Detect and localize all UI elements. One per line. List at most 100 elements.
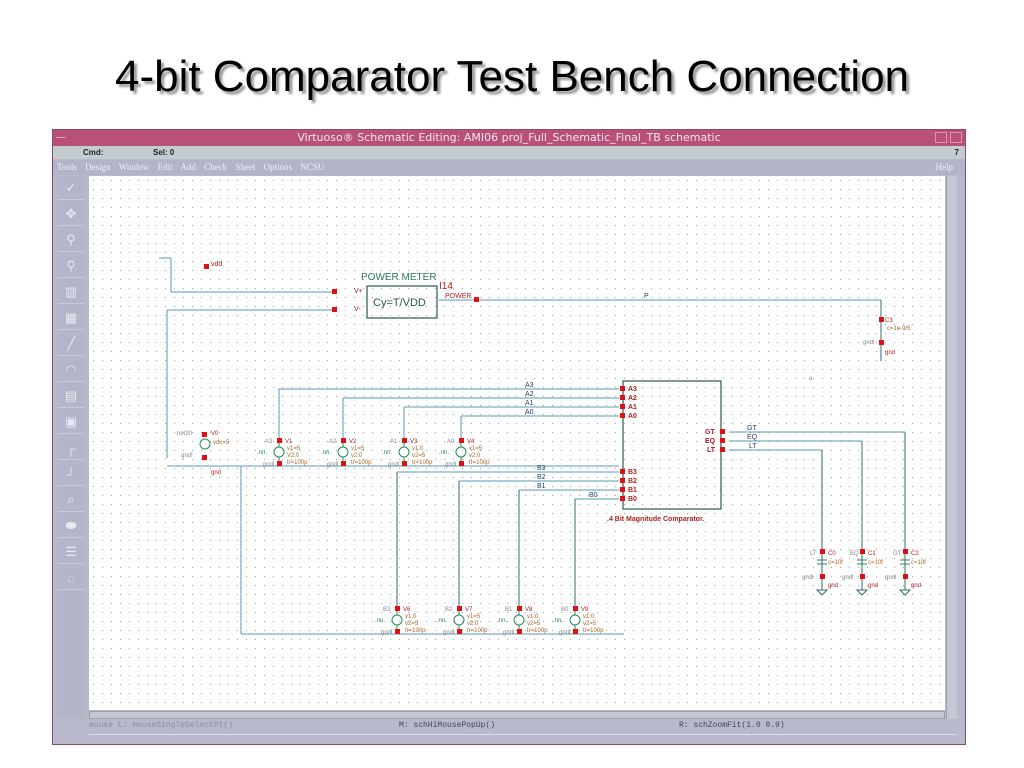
- pin-a3: A3: [628, 386, 637, 393]
- net-gt-label: GT: [747, 425, 757, 432]
- command-input[interactable]: [89, 734, 957, 745]
- delete-icon[interactable]: ⬬: [58, 515, 84, 538]
- net-p-label: P: [644, 293, 649, 300]
- net-b2-label: B2: [537, 474, 546, 481]
- cap-value: c=10f: [828, 560, 843, 566]
- redo-icon[interactable]: ◌: [58, 567, 84, 590]
- comparator-label: .4 Bit Magnitude Comparator.: [607, 516, 704, 523]
- source-tr: tr=100p: [527, 628, 548, 634]
- mouse-middle-binding: M: schHiMousePopUp(): [399, 721, 496, 730]
- wire-bend-icon[interactable]: ┘: [58, 463, 84, 486]
- source-name: V7: [465, 607, 473, 613]
- source-net: B3: [383, 607, 391, 613]
- source-v2: v2:0: [467, 621, 479, 627]
- pulse-glyph: .nn.: [375, 618, 385, 624]
- source-gnd: gndl: [503, 630, 514, 636]
- vdc-source[interactable]: [199, 438, 211, 450]
- source-name: V3: [410, 439, 418, 445]
- add-instance-icon[interactable]: ▥: [58, 281, 84, 304]
- corner-wire-icon[interactable]: ┌: [58, 437, 84, 460]
- pin: [402, 438, 407, 443]
- c3-gnd-label: gndl: [863, 340, 874, 346]
- pin: [573, 629, 578, 634]
- wire-name-icon[interactable]: ◠: [58, 359, 84, 382]
- source-v1: v1=5: [287, 446, 301, 452]
- net-a0-label: A0: [525, 409, 534, 416]
- source-v2: v2=5: [412, 453, 426, 459]
- menu-sheet[interactable]: Sheet: [235, 162, 256, 172]
- menu-ncsu[interactable]: NCSU: [300, 162, 325, 172]
- zoom-out-icon[interactable]: ⚲: [58, 255, 84, 278]
- pin-a0: A0: [628, 413, 637, 420]
- pin: [277, 461, 282, 466]
- check-save-icon[interactable]: ✓: [58, 177, 84, 200]
- pulse-source-icon: [569, 614, 581, 626]
- cap-name: C0: [828, 551, 836, 557]
- pin: [341, 461, 346, 466]
- window-titlebar[interactable]: — Virtuoso® Schematic Editing: AMI06 pro…: [53, 130, 965, 146]
- undo-icon[interactable]: ☰: [58, 541, 84, 564]
- maximize-button[interactable]: [950, 132, 962, 143]
- pulse-glyph: .nn.: [497, 618, 507, 624]
- mouse-binding-bar: mouse L: mouseSingleSelectPt() M: schHiM…: [89, 720, 957, 732]
- status-counter: 7: [954, 148, 959, 157]
- schematic-drawing[interactable]: vdd V+ V- POWER POWER METER I14 Cy=T/VDD…: [89, 176, 945, 710]
- c3-gnd: gnd: [885, 350, 895, 356]
- net-eq-label: EQ: [747, 434, 758, 441]
- net-a3-label: A3: [525, 382, 534, 389]
- menu-edit[interactable]: Edit: [157, 162, 173, 172]
- source-v2: v2=5: [527, 621, 541, 627]
- add-wire-icon[interactable]: ╱: [58, 333, 84, 356]
- source-v1: v1=5: [467, 614, 481, 620]
- source-gnd: gndl: [445, 462, 456, 468]
- pulse-glyph: .nn.: [553, 618, 563, 624]
- menu-help[interactable]: Help: [935, 162, 954, 172]
- source-name: V9: [581, 607, 589, 613]
- pin-b2: B2: [628, 478, 637, 485]
- menu-add[interactable]: Add: [180, 162, 196, 172]
- menu-options[interactable]: Options: [263, 162, 293, 172]
- pulse-source-icon: [273, 446, 285, 458]
- stretch-icon[interactable]: ▤: [58, 385, 84, 408]
- menu-check[interactable]: Check: [204, 162, 228, 172]
- cap-net: LT: [810, 551, 817, 557]
- zoom-in-icon[interactable]: ⚲: [58, 229, 84, 252]
- horizontal-scrollbar[interactable]: [89, 711, 945, 719]
- pulse-glyph: .nn.: [437, 618, 447, 624]
- window-menu-button[interactable]: —: [56, 132, 66, 143]
- menu-window[interactable]: Window: [118, 162, 150, 172]
- move-icon[interactable]: ✥: [58, 203, 84, 226]
- copy-icon[interactable]: ▣: [58, 411, 84, 434]
- cap-gnd: gnd: [828, 583, 838, 589]
- source-gnd: gndl: [443, 630, 454, 636]
- menu-tools[interactable]: Tools: [57, 162, 77, 172]
- property-icon[interactable]: ⌕: [58, 489, 84, 512]
- schematic-canvas[interactable]: vdd V+ V- POWER POWER METER I14 Cy=T/VDD…: [89, 176, 945, 710]
- minimize-button[interactable]: [935, 132, 947, 143]
- source-v2: V2:0: [287, 453, 300, 459]
- net-b3-label: B3: [537, 465, 546, 472]
- source-v2: v2:0: [351, 453, 363, 459]
- net-a2-label: A2: [525, 391, 534, 398]
- power-meter-box[interactable]: [366, 285, 438, 319]
- pin-gt: GT: [705, 429, 715, 436]
- pin-b3: B3: [628, 469, 637, 476]
- menu-design[interactable]: Design: [85, 162, 111, 172]
- add-pin-icon[interactable]: ▦: [58, 307, 84, 330]
- c3-value: c=1e-9/5: [887, 326, 911, 332]
- vertical-scrollbar[interactable]: [946, 176, 957, 719]
- source-v1: v1=5: [351, 446, 365, 452]
- comparator-box[interactable]: [622, 380, 722, 510]
- source-v2: v2=5: [583, 621, 597, 627]
